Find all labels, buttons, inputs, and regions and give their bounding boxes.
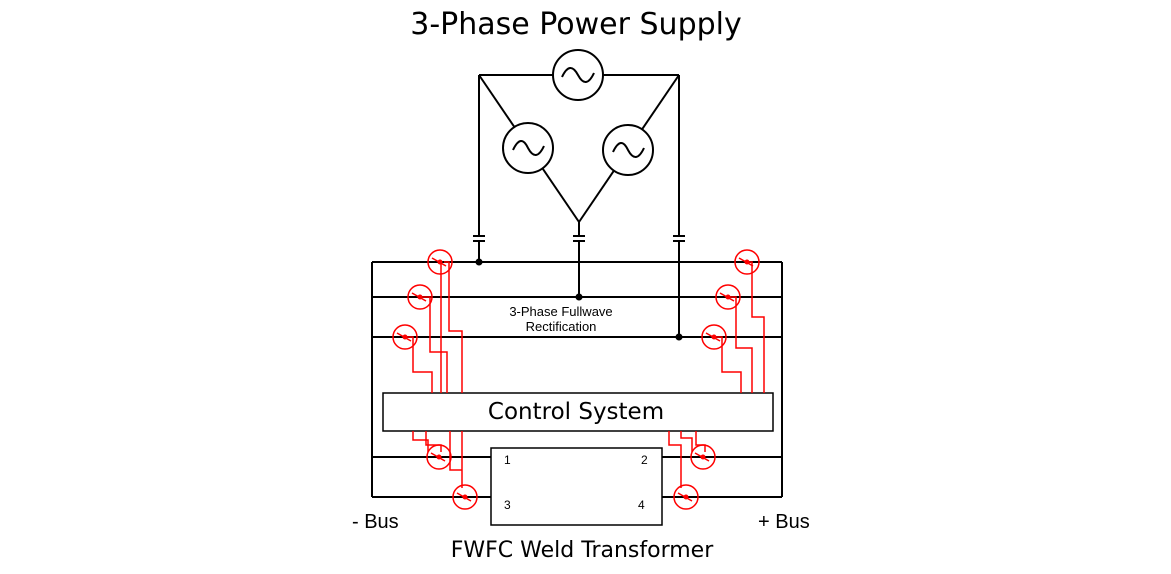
ac-source-icon bbox=[552, 49, 604, 101]
thyristor-switch-icon bbox=[690, 444, 716, 470]
thyristor-switch-icon bbox=[452, 484, 478, 510]
thyristor-switch-icon bbox=[701, 324, 727, 350]
thyristor-switch-icon bbox=[427, 249, 453, 275]
minus-bus-label: - Bus bbox=[352, 511, 399, 533]
plus-bus-label: + Bus bbox=[758, 511, 810, 533]
diagram-title: 3-Phase Power Supply bbox=[410, 7, 742, 42]
control-system-label: Control System bbox=[488, 399, 664, 425]
weld-transformer-box bbox=[490, 447, 663, 526]
terminal-3: 3 bbox=[504, 498, 511, 512]
thyristor-switch-icon bbox=[715, 284, 741, 310]
transformer-label: FWFC Weld Transformer bbox=[451, 538, 714, 563]
junction-dots bbox=[475, 258, 683, 341]
ac-source-icon bbox=[502, 122, 554, 174]
ac-source-icon bbox=[602, 124, 654, 176]
thyristor-switch-icon bbox=[407, 284, 433, 310]
thyristor-switch-icon bbox=[734, 249, 760, 275]
fuse-icon bbox=[473, 235, 685, 337]
terminal-4: 4 bbox=[638, 498, 645, 512]
gate-wires bbox=[405, 261, 765, 488]
thyristor-switch-icon bbox=[426, 444, 452, 470]
rectifier-label-line1: 3-Phase Fullwave bbox=[509, 304, 612, 319]
thyristor-switch-icon bbox=[392, 324, 418, 350]
rectifier-label-line2: Rectification bbox=[526, 319, 597, 334]
control-system-box bbox=[382, 392, 774, 432]
terminal-2: 2 bbox=[641, 453, 648, 467]
thyristor-switch-icon bbox=[673, 484, 699, 510]
terminal-1: 1 bbox=[504, 453, 511, 467]
